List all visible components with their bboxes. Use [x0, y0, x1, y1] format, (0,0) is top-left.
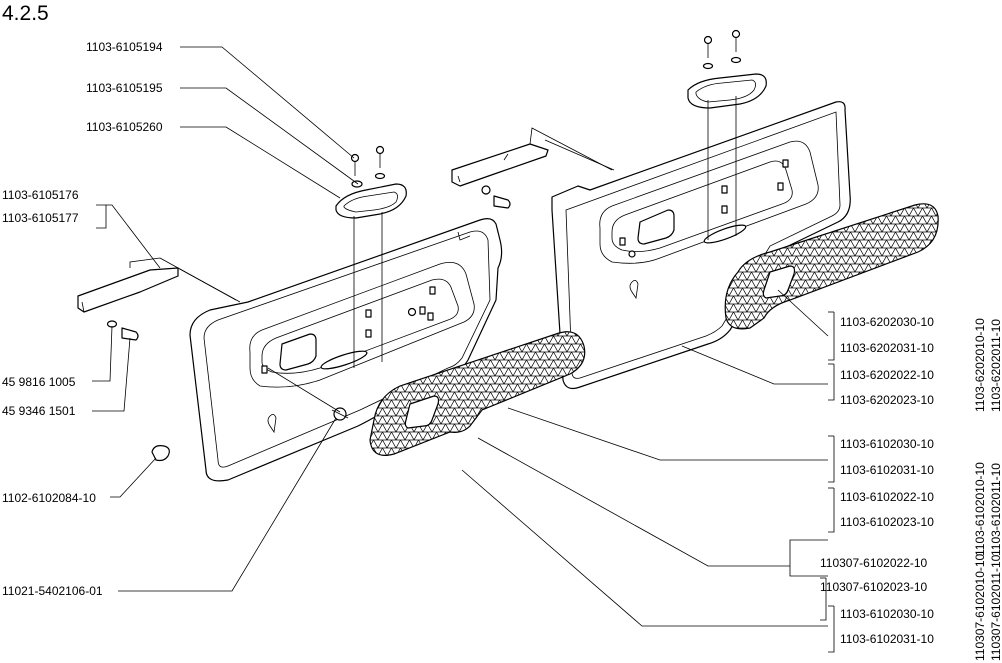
label-alt-1: 110307-6102022-10 [820, 556, 928, 570]
label-front-3: 1103-6102022-10 [840, 490, 934, 504]
label-handle-cup: 1103-6105260 [86, 120, 163, 134]
label-rear-1: 1103-6202030-10 [840, 315, 934, 329]
assembly-front-b: 1103-6102011-10 [989, 463, 1002, 556]
rear-door-panel [551, 101, 851, 390]
label-alt-4: 1103-6102031-10 [840, 632, 934, 646]
assembly-rear-b: 1103-6202011-10 [989, 319, 1002, 412]
rear-armrest-insert [724, 203, 939, 330]
label-bracket-b: 1103-6105177 [2, 211, 79, 225]
leader-lines-right [461, 289, 835, 653]
label-rear-4: 1103-6202023-10 [840, 393, 934, 407]
label-alt-3: 1103-6102030-10 [840, 607, 934, 621]
label-bolt: 45 9346 1501 [2, 404, 76, 418]
assembly-alt-b: 110307-6102011-10 [989, 554, 1002, 661]
label-alt-2: 110307-6102023-10 [820, 580, 928, 594]
rear-handle-cup [687, 29, 767, 240]
label-washer: 1103-6105195 [86, 81, 163, 95]
label-rear-3: 1103-6202022-10 [840, 368, 934, 382]
label-clip: 1102-6102084-10 [2, 491, 96, 505]
label-retainer: 11021-5402106-01 [2, 584, 103, 598]
assembly-front-a: 1103-6102010-10 [973, 462, 987, 556]
rear-bracket [451, 127, 615, 209]
assembly-alt-a: 110307-6102010-10 [973, 553, 987, 661]
front-armrest-insert [369, 331, 586, 456]
label-washer-small: 45 9816 1005 [2, 375, 76, 389]
assembly-rear-a: 1103-6202010-10 [973, 318, 987, 412]
label-bracket-a: 1103-6105176 [2, 188, 79, 202]
front-handle-cup [335, 145, 407, 368]
label-rear-2: 1103-6202031-10 [840, 341, 934, 355]
label-screw: 1103-6105194 [86, 40, 163, 54]
label-front-2: 1103-6102031-10 [840, 463, 934, 477]
label-front-4: 1103-6102023-10 [840, 515, 934, 529]
label-front-1: 1103-6102030-10 [840, 437, 934, 451]
section-number: 4.2.5 [2, 2, 49, 25]
front-bracket [77, 257, 349, 462]
leader-lines-left [92, 46, 359, 592]
front-door-panel [189, 218, 503, 482]
